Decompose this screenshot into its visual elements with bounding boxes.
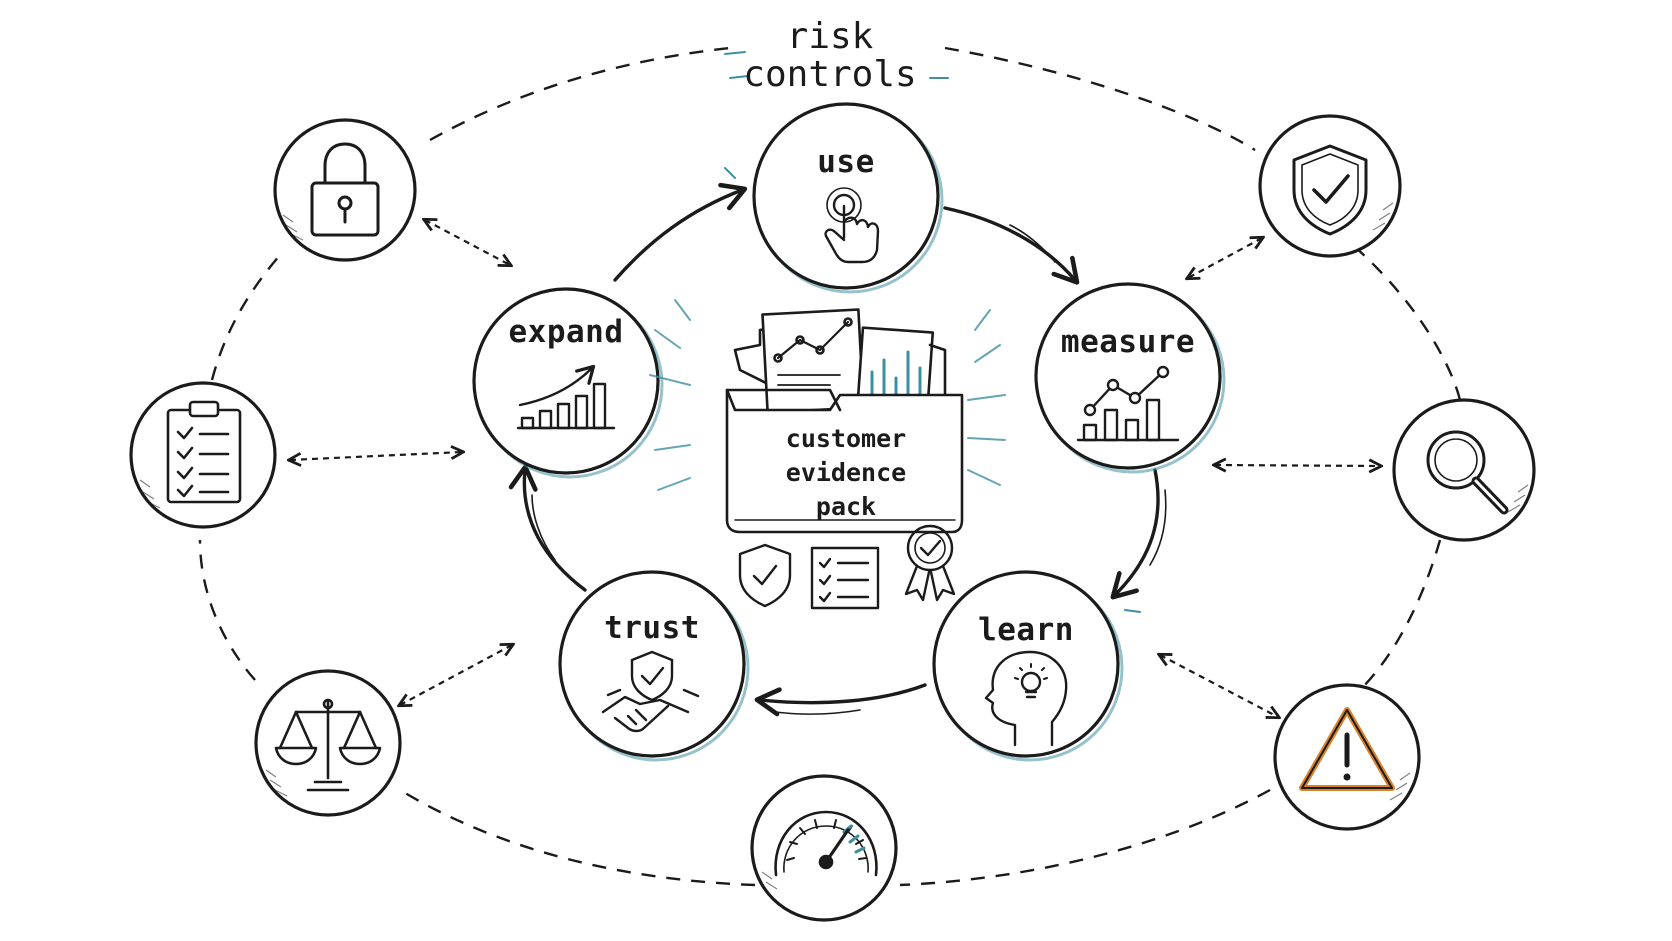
control-shield[interactable] [1258,114,1402,258]
magnifier-icon [1426,430,1509,515]
line-bar-chart-icon [1076,365,1180,442]
warning-triangle-icon [1299,707,1395,791]
node-use[interactable]: use [752,102,944,294]
control-padlock[interactable] [273,118,417,262]
folder-icon [725,308,964,534]
node-trust[interactable]: trust [558,570,750,762]
node-use-label: use [817,144,875,180]
node-measure[interactable]: measure [1034,282,1226,474]
handshake-shield-icon [601,650,700,733]
pack-line-3: pack [816,492,876,521]
award-ribbon-icon [904,524,956,602]
balance-scale-icon [274,698,382,792]
node-measure-label: measure [1061,324,1195,360]
padlock-icon [310,142,380,237]
node-trust-label: trust [604,610,700,646]
diagram-title: risk controls [743,16,916,95]
node-learn[interactable]: learn [932,570,1124,762]
clipboard-checklist-icon [166,400,242,504]
control-warning[interactable] [1273,683,1421,831]
title-line-1: risk [787,16,874,57]
node-expand-label: expand [509,314,624,350]
control-magnifier[interactable] [1392,398,1536,542]
head-lightbulb-icon [984,650,1068,747]
pack-checklist-icon [810,546,880,610]
outer-control-loop [198,46,1462,887]
pack-sparks [649,299,1006,491]
node-learn-label: learn [978,612,1074,648]
gauge-icon [774,810,878,877]
pack-shield-check-icon [738,543,792,608]
touch-hand-icon [824,187,880,264]
control-links [290,220,1380,717]
evidence-pack: customer evidence pack [649,299,1006,610]
pack-line-1: customer [786,424,906,453]
node-expand[interactable]: expand [472,287,664,479]
cycle-arrows [508,167,1167,717]
shield-check-icon [1292,144,1368,236]
control-clipboard[interactable] [129,381,277,529]
control-scale[interactable] [254,669,402,817]
control-gauge[interactable] [750,774,898,922]
pack-line-2: evidence [786,458,906,487]
title-line-2: controls [743,54,916,95]
growth-bar-chart-icon [516,364,616,430]
